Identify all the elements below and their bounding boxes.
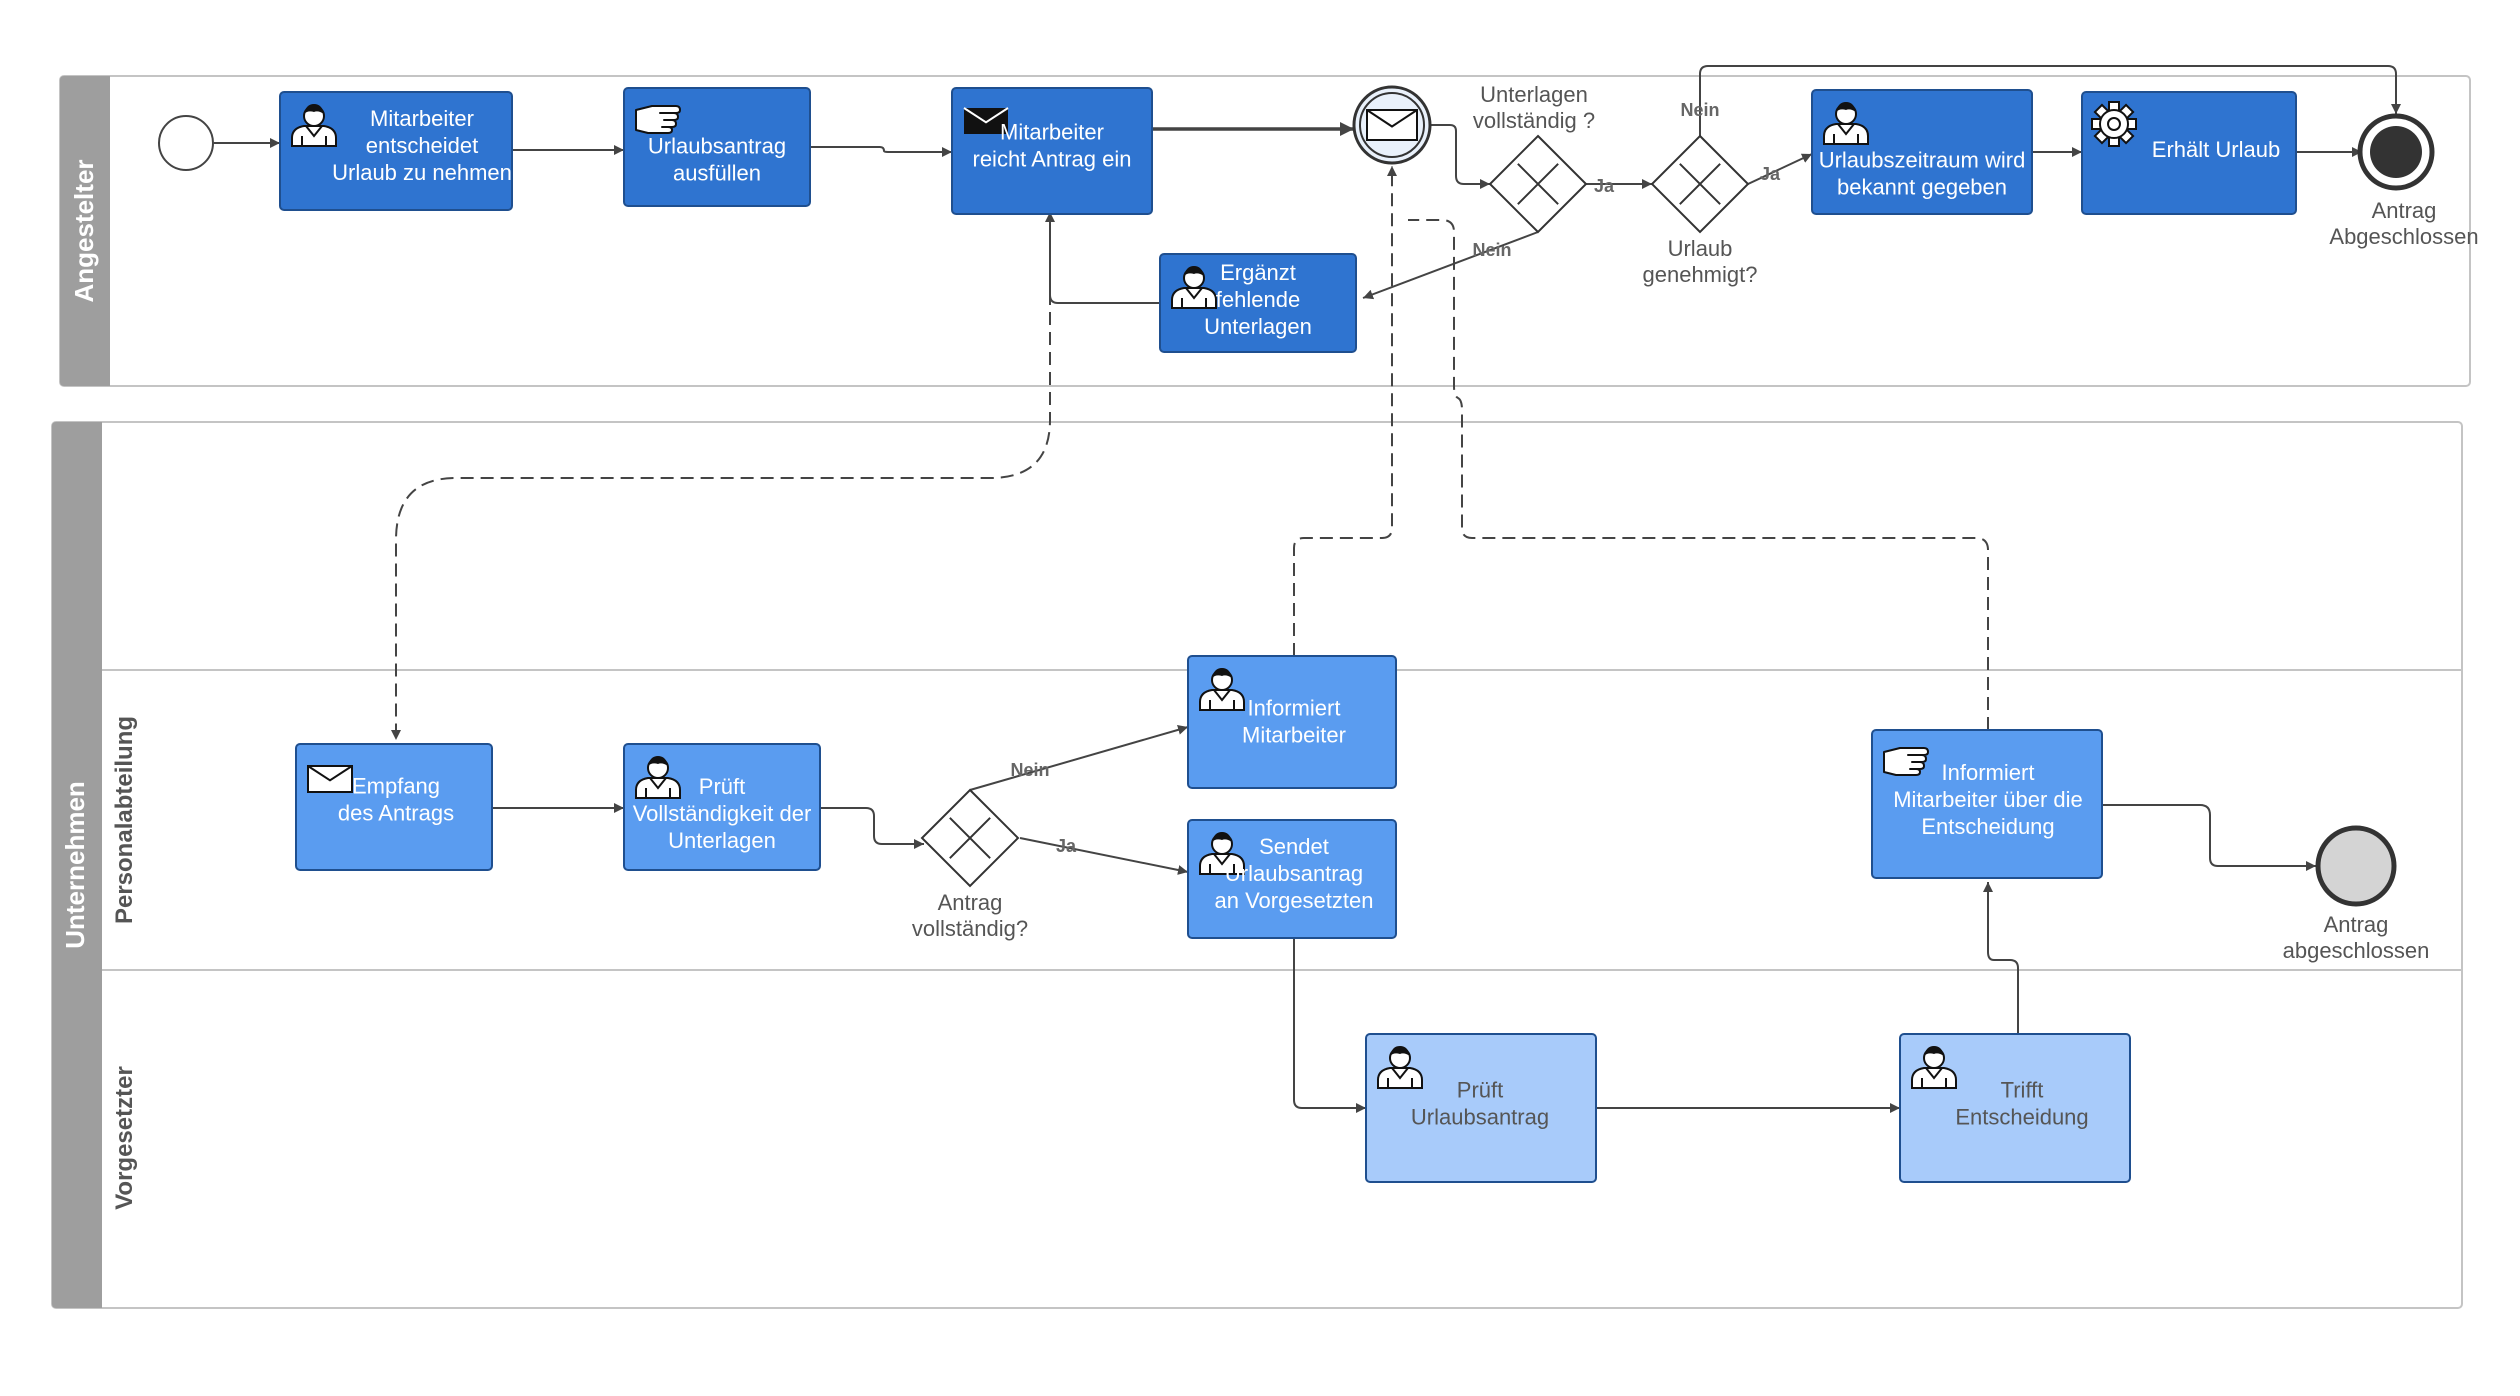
flow-label-l-nein3: Nein (1010, 760, 1049, 780)
flow-t13-t11 (1983, 882, 2019, 1034)
user-icon (1199, 668, 1245, 711)
flow-g2-end1 (1699, 65, 2401, 136)
envelope-filled-icon (963, 107, 1009, 134)
flow-t2-t3 (810, 146, 952, 157)
pool-label-unternehmen: Unternehmen (60, 781, 90, 949)
flow-label-l-ja1: Ja (1594, 176, 1615, 196)
gear-icon (2091, 101, 2137, 147)
user-icon (1171, 266, 1217, 309)
user-icon (291, 104, 337, 147)
msgflow-t9-msg (1293, 166, 1397, 656)
flow-g2-t5 (1747, 153, 1813, 185)
user-icon (1911, 1046, 1957, 1089)
flow-g1-t4 (1362, 231, 1539, 300)
envelope-icon (307, 765, 353, 793)
hand-icon (1883, 747, 1929, 776)
flow-g3-t10 (1019, 837, 1189, 875)
flow-label-l-nein1: Nein (1472, 240, 1511, 260)
flow-label-l-ja3: Ja (1056, 836, 1077, 856)
lane-label-vorgesetzter: Vorgesetzter (111, 1066, 138, 1210)
msgflow-t11-t5 (1408, 219, 1989, 730)
flow-label-l-nein2: Nein (1680, 100, 1719, 120)
flow-g3-t9 (969, 724, 1189, 791)
pool-label-angestelter: Angestelter (69, 159, 99, 302)
task-label: Erhält Urlaub (2152, 137, 2280, 162)
exclusive-x-icon (949, 817, 991, 859)
exclusive-x-icon (1517, 163, 1559, 205)
sequence-flows (214, 65, 2401, 1113)
user-icon (1823, 102, 1869, 145)
exclusive-x-icon (1679, 163, 1721, 205)
flow-t11-end2 (2102, 804, 2316, 871)
lane-label-personalabteilung: Personalabteilung (111, 716, 138, 924)
user-icon (635, 756, 681, 799)
flow-msg-g1 (1430, 124, 1490, 189)
flow-label-l-ja2: Ja (1760, 164, 1781, 184)
event-e-msg[interactable] (1352, 85, 1432, 165)
flow-t8-g3 (820, 807, 924, 849)
msgflow-t3-t7 (391, 212, 1051, 740)
user-icon (1377, 1046, 1423, 1089)
event-e-start[interactable] (158, 115, 214, 171)
user-icon (1199, 832, 1245, 875)
message-flows (391, 166, 1989, 740)
hand-icon (635, 105, 681, 134)
flow-t10-t12 (1293, 938, 1366, 1113)
task-t6[interactable]: Erhält Urlaub (2081, 91, 2297, 215)
envelope-icon (1366, 109, 1418, 141)
